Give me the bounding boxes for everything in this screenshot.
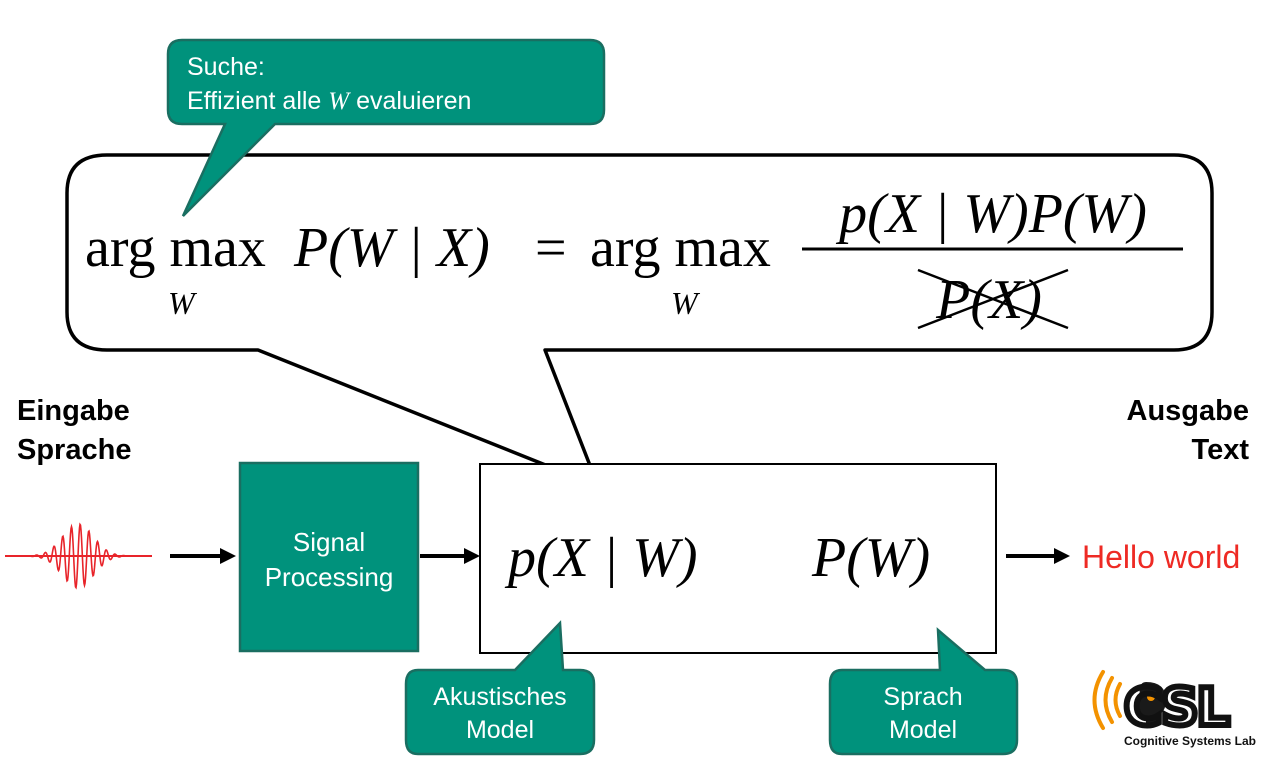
acoustic-callout-line1: Akustisches: [433, 683, 566, 711]
flow-arrows: [170, 548, 1070, 564]
signal-processing-rect: [238, 461, 420, 653]
input-label-line2: Sprache: [17, 434, 131, 466]
language-callout-line2: Model: [889, 716, 957, 744]
head-ear: [1147, 693, 1155, 701]
sound-wave-outer: [1092, 670, 1105, 730]
waveform-signal: [22, 522, 134, 590]
acoustic-callout-shape: [404, 620, 596, 756]
language-callout-line1: Sprach: [883, 683, 962, 711]
csl-logo: CSL Cognitive Systems Lab: [1092, 670, 1256, 748]
acoustic-callout-line2: Model: [466, 716, 534, 744]
search-callout-shape: [166, 38, 606, 217]
formula-bubble: [65, 153, 1214, 488]
sound-wave-inner: [1113, 682, 1122, 718]
acoustic-model-term: p(X | W): [504, 527, 698, 589]
language-model-term: P(W): [811, 527, 930, 589]
output-label-line1: Ausgabe: [1127, 395, 1249, 427]
strike-line-2: [917, 268, 1069, 330]
search-callout: Suche: Effizient alle W evaluieren: [166, 38, 606, 217]
bayes-formula: arg max W P(W | X) = arg max W p(X | W)P…: [85, 183, 1183, 331]
search-callout-line2-post: evaluieren: [349, 87, 471, 115]
head-silhouette-icon: [1134, 682, 1166, 724]
arrow-input-head: [220, 548, 236, 564]
acoustic-model-callout: Akustisches Model: [404, 620, 596, 756]
formula-sub-left: W: [168, 285, 198, 321]
language-model-callout: Sprach Model: [828, 627, 1019, 756]
input-label-line1: Eingabe: [17, 395, 130, 427]
speech-waveform-icon: [5, 522, 152, 590]
logo-caption: Cognitive Systems Lab: [1124, 734, 1256, 748]
arrow-output-head: [1054, 548, 1070, 564]
formula-sub-right: W: [671, 285, 701, 321]
model-box-rect: [479, 463, 997, 654]
language-callout-shape: [828, 627, 1019, 756]
head-silhouette: [1134, 682, 1166, 724]
logo-letters: CSL: [1124, 678, 1229, 738]
signal-processing-line2: Processing: [265, 562, 394, 592]
formula-lhs-prob: P(W | X): [293, 217, 490, 279]
formula-numerator: p(X | W)P(W): [835, 183, 1147, 245]
search-callout-line2-pre: Effizient alle: [187, 87, 328, 115]
sound-wave-middle: [1103, 676, 1114, 724]
signal-processing-box: Signal Processing: [238, 461, 420, 653]
output-text: Hello world: [1082, 539, 1240, 575]
search-callout-line1: Suche:: [187, 53, 265, 81]
search-callout-line2: Effizient alle W evaluieren: [187, 87, 471, 115]
output-label-line2: Text: [1192, 434, 1250, 466]
search-callout-var: W: [328, 88, 351, 115]
signal-processing-line1: Signal: [293, 527, 365, 557]
formula-argmax-left: arg max: [85, 217, 266, 279]
formula-argmax-right: arg max: [590, 217, 771, 279]
formula-equals: =: [535, 217, 567, 279]
formula-bubble-outline: [65, 153, 1214, 488]
sound-waves-icon: [1092, 670, 1122, 730]
model-box: p(X | W) P(W): [479, 463, 997, 654]
arrow-middle-head: [464, 548, 480, 564]
